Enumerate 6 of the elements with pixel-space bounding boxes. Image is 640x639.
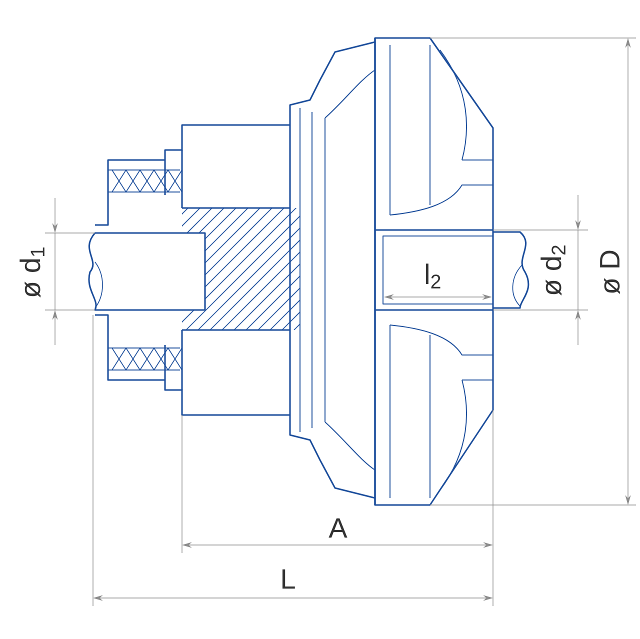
dimension-label: L: [282, 569, 295, 589]
dimension-label: A: [328, 518, 348, 538]
dimension-label: ø d$_{2}$: [540, 246, 566, 296]
dimension-label: ø d$_{1}$: [20, 248, 44, 298]
dimension-label: ø D: [600, 250, 620, 294]
dimension-label: l$_{2}$: [426, 264, 440, 288]
